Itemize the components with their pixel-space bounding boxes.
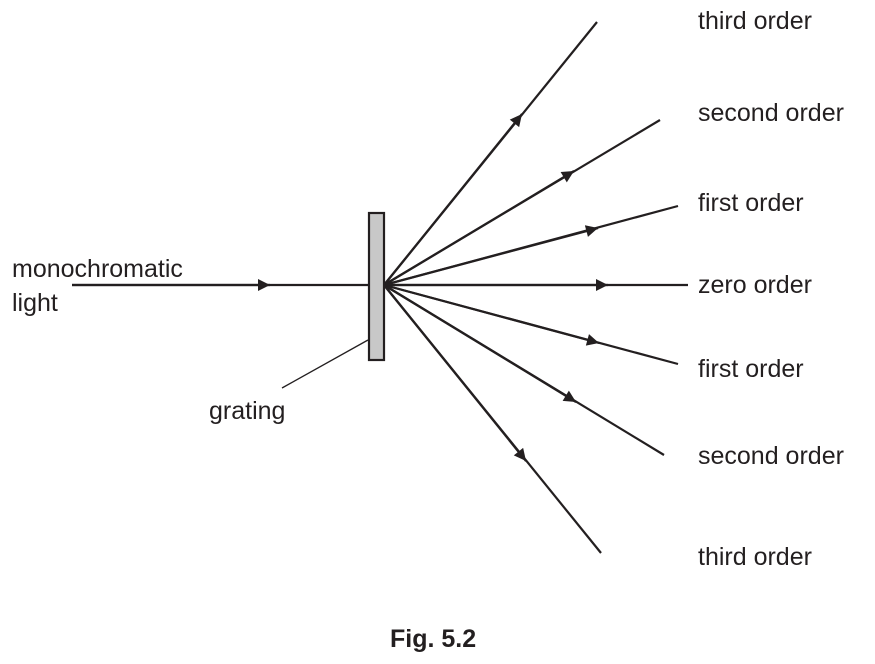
grating [367,211,386,362]
order-label-third-upper: third order [698,7,812,35]
order-label-first-upper: first order [698,189,804,217]
ray-second-order-lower-arrow [383,284,577,403]
diffracted-rays [383,21,688,554]
figure-caption: Fig. 5.2 [390,625,477,653]
ray-third-order-lower-arrow [383,284,527,462]
order-label-second-upper: second order [698,99,844,127]
order-label-third-lower: third order [698,543,812,571]
incident-light-label-line1: monochromatic [12,255,183,283]
ray-third-order-upper-arrow [383,113,523,286]
ray-second-order-upper-arrow [383,170,575,286]
order-label-zero: zero order [698,271,812,299]
grating-leader-line [281,339,369,389]
order-label-first-lower: first order [698,355,804,383]
ray-first-order-lower-arrow [383,283,600,346]
ray-first-order-upper-arrow [383,225,599,287]
incident-light-label-line2: light [12,289,58,317]
order-label-second-lower: second order [698,442,844,470]
grating-label: grating [209,397,286,425]
